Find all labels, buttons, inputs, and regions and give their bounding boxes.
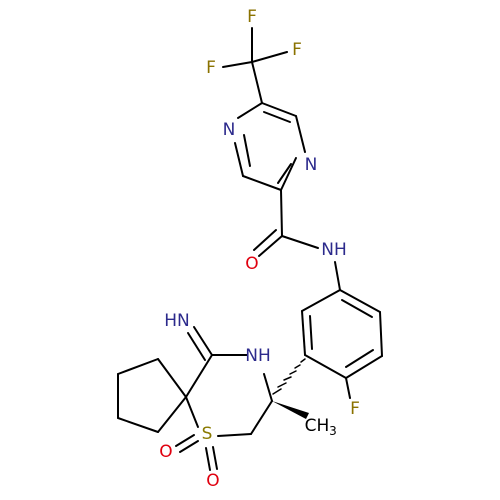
fluorine-atom-1: F <box>247 7 257 27</box>
pyrazine-nitrogen-right: N <box>305 155 318 175</box>
ring-nh: NH <box>245 346 271 366</box>
amide-nh: NH <box>321 240 347 260</box>
fluorine-atom-3: F <box>292 40 302 60</box>
sulfonyl-oxygen-1: O <box>159 442 172 462</box>
sulfur-atom: S <box>202 424 213 444</box>
amide-oxygen: O <box>245 254 258 274</box>
sulfonyl-oxygen-2: O <box>206 471 219 491</box>
stereo-wedge-bond <box>272 401 309 419</box>
methyl-subscript: 3 <box>329 424 337 438</box>
fluorine-atom-2: F <box>206 58 216 78</box>
atom-labels: F F F N N O NH HN NH F S O O CH 3 <box>159 7 360 491</box>
pyrazine-nitrogen-left: N <box>223 120 236 140</box>
methyl-label: CH <box>305 416 330 436</box>
imine-hn: HN <box>164 311 190 331</box>
aryl-fluorine: F <box>350 399 360 419</box>
bond-lines <box>117 27 383 471</box>
stereo-hash-bond <box>272 358 306 395</box>
